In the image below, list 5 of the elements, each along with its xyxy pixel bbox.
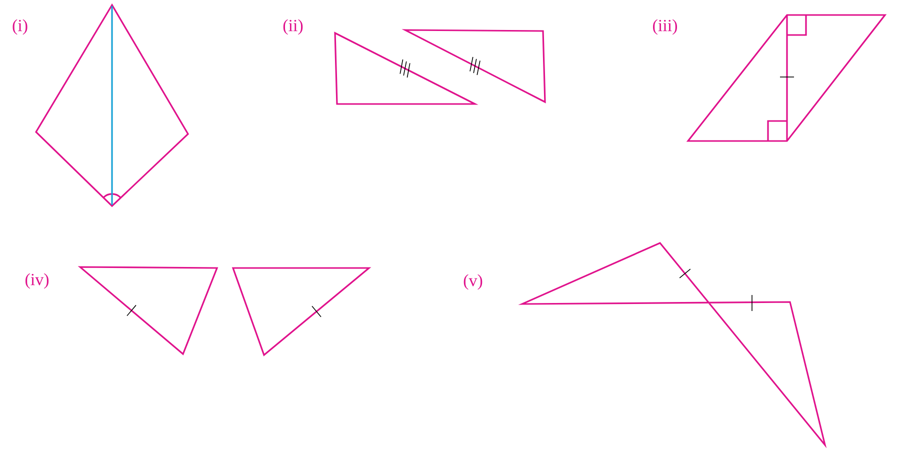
figure-label: (iii) <box>653 19 677 35</box>
figure-label: (v) <box>464 274 482 290</box>
figure-label: (ii) <box>283 19 303 35</box>
figure-label: (iv) <box>26 273 49 289</box>
figure-label: (i) <box>12 19 28 35</box>
